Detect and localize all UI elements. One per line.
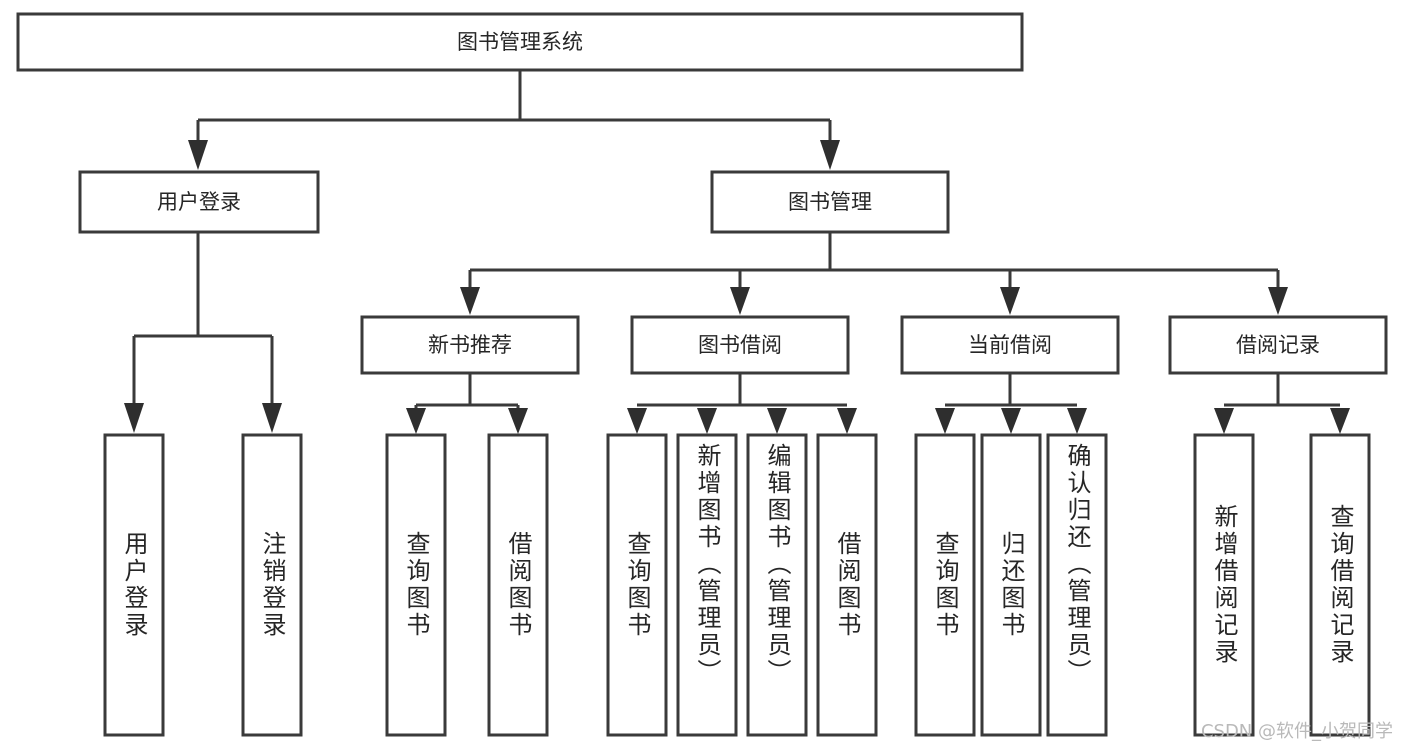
arrow-bm-to-borrow-record [1268, 287, 1288, 315]
node-label-root: 图书管理系统 [457, 30, 583, 54]
arrow-bb-leaf-2 [697, 408, 717, 434]
arrow-bb-leaf-3 [767, 408, 787, 434]
node-box-leaf-user-login[interactable] [103, 433, 165, 737]
arrow-bb-leaf-4 [837, 408, 857, 434]
arrow-user-login-leaf-2 [262, 403, 282, 433]
node-box-leaf-query-record[interactable] [1309, 433, 1371, 737]
arrow-cb-leaf-3 [1067, 408, 1087, 434]
horizontal-labels-layer: 图书管理系统 用户登录 图书管理 新书推荐 图书借阅 当前借阅 借阅记录 [157, 30, 1320, 357]
node-box-leaf-query-book-2[interactable] [606, 433, 668, 737]
node-box-book-management[interactable] [710, 170, 950, 234]
node-label-user-login: 用户登录 [157, 190, 241, 214]
node-box-leaf-borrow-book-1[interactable] [487, 433, 549, 737]
arrow-root-to-user-login [188, 140, 208, 170]
node-box-borrow-record[interactable] [1168, 315, 1388, 375]
node-box-book-borrow[interactable] [630, 315, 850, 375]
node-box-leaf-edit-book[interactable] [746, 433, 808, 737]
arrow-bb-leaf-1 [627, 408, 647, 434]
arrow-user-login-leaf-1 [124, 403, 144, 433]
arrow-cb-leaf-1 [935, 408, 955, 434]
connectors-layer [124, 70, 1350, 434]
arrow-bm-to-current-borrow [1000, 287, 1020, 315]
node-label-new-book-recommend: 新书推荐 [428, 333, 512, 357]
node-box-leaf-return-book[interactable] [980, 433, 1042, 737]
node-box-leaf-logout-login[interactable] [241, 433, 303, 737]
node-label-borrow-record: 借阅记录 [1236, 333, 1320, 357]
arrow-nbr-leaf-1 [406, 408, 426, 434]
node-box-root[interactable] [16, 12, 1024, 72]
node-box-leaf-query-book-1[interactable] [385, 433, 447, 737]
node-box-current-borrow[interactable] [900, 315, 1120, 375]
arrow-nbr-leaf-2 [508, 408, 528, 434]
arrow-bm-to-book-borrow [730, 287, 750, 315]
arrow-br-leaf-2 [1330, 408, 1350, 434]
arrow-br-leaf-1 [1214, 408, 1234, 434]
arrow-bm-to-new-book-recommend [460, 287, 480, 315]
arrow-cb-leaf-2 [1001, 408, 1021, 434]
arrow-root-to-book-management [820, 140, 840, 170]
node-box-leaf-add-record[interactable] [1193, 433, 1255, 737]
node-label-book-borrow: 图书借阅 [698, 333, 782, 357]
node-box-leaf-add-book[interactable] [676, 433, 738, 737]
node-label-current-borrow: 当前借阅 [968, 333, 1052, 357]
node-box-leaf-confirm-return[interactable] [1046, 433, 1108, 737]
node-box-user-login[interactable] [78, 170, 320, 234]
node-box-leaf-borrow-book-2[interactable] [816, 433, 878, 737]
node-box-new-book-recommend[interactable] [360, 315, 580, 375]
node-label-book-management: 图书管理 [788, 190, 872, 214]
nodes-layer [16, 12, 1388, 737]
node-box-leaf-query-book-3[interactable] [914, 433, 976, 737]
